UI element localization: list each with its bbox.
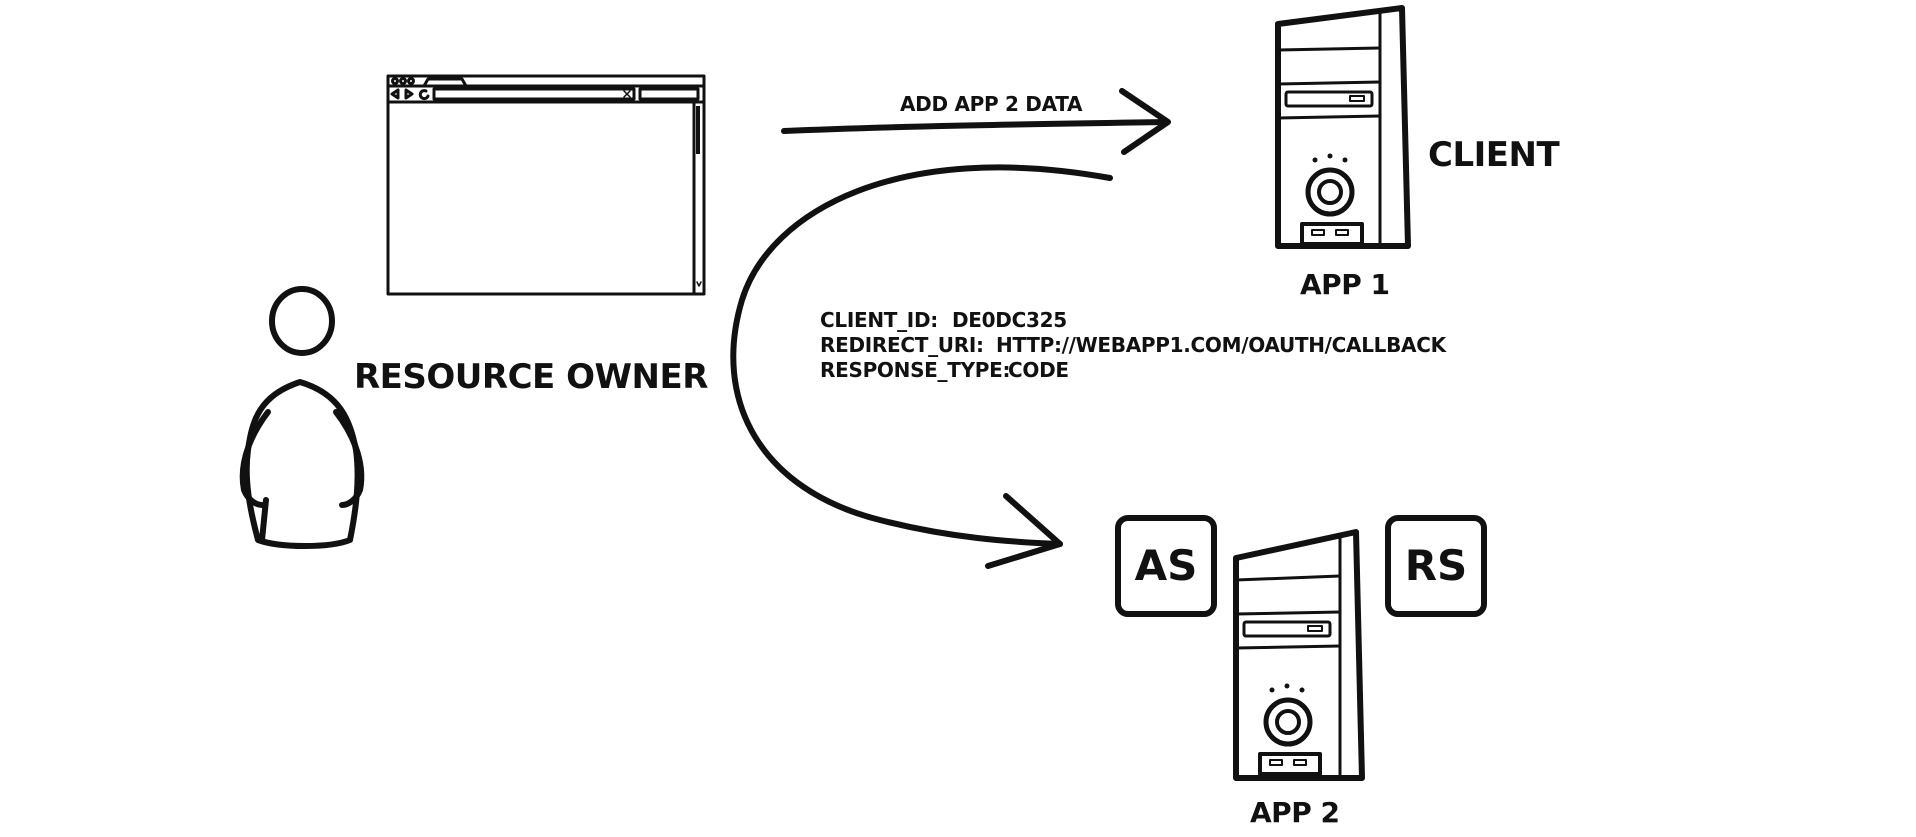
server-tower-icon <box>1233 529 1365 781</box>
resource-server-label: RS <box>1405 541 1468 590</box>
client-label: CLIENT <box>1428 135 1560 175</box>
auth-server-label: AS <box>1135 541 1198 590</box>
resource-owner-label: RESOURCE OWNER <box>354 357 708 397</box>
param-value-redirect-uri: HTTP://WEBAPP1.COM/OAUTH/CALLBACK <box>996 333 1448 357</box>
arrow-to-app1 <box>781 88 1171 155</box>
request-params: CLIENT_ID: DE0DC325 REDIRECT_URI: HTTP:/… <box>820 308 1448 382</box>
param-value-client-id: DE0DC325 <box>952 308 1067 332</box>
param-key-response-type: RESPONSE_TYPE: <box>820 358 1010 382</box>
auth-server-box: AS <box>1115 515 1217 617</box>
person-icon <box>239 286 365 549</box>
arrow-label-add-app2-data: ADD APP 2 DATA <box>900 92 1083 116</box>
param-key-redirect-uri: REDIRECT_URI: <box>820 333 984 357</box>
browser-window-icon <box>386 74 706 296</box>
param-key-client-id: CLIENT_ID: <box>820 308 938 332</box>
resource-server-box: RS <box>1385 515 1487 617</box>
arrow-redirect-to-app2 <box>730 164 1113 569</box>
param-value-response-type: CODE <box>1008 358 1069 382</box>
app1-label: APP 1 <box>1300 268 1389 301</box>
server-tower-icon <box>1275 5 1411 249</box>
app2-label: APP 2 <box>1250 796 1339 829</box>
